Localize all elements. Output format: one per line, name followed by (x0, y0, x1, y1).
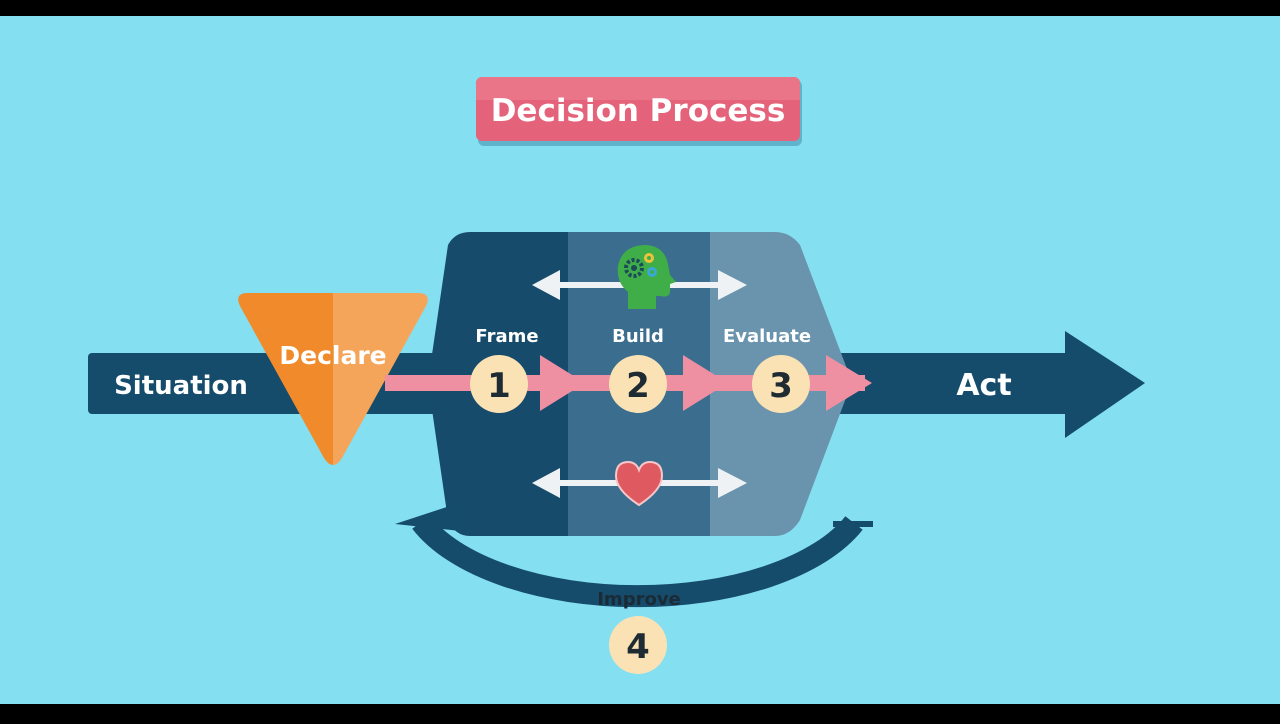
step-circle-1: 1 (470, 355, 528, 413)
head-with-gears-icon (617, 245, 676, 309)
step-label-evaluate: Evaluate (723, 326, 811, 347)
step-circle-4: 4 (609, 616, 667, 674)
act-arrow: Act (830, 331, 1145, 438)
act-label: Act (956, 368, 1011, 403)
step-circle-3: 3 (752, 355, 810, 413)
flow-arrowhead-3 (826, 355, 872, 411)
step-label-improve: Improve (597, 589, 681, 610)
step-number-2: 2 (626, 366, 650, 406)
bottom-letterbox (0, 704, 1280, 720)
step-label-build: Build (612, 326, 664, 347)
situation-label: Situation (114, 371, 248, 401)
step-number-4: 4 (626, 627, 650, 667)
page-title: Decision Process (491, 93, 786, 129)
improve-loop-arrow (395, 502, 873, 608)
step-number-3: 3 (769, 366, 793, 406)
declare-label: Declare (279, 341, 386, 370)
step-number-1: 1 (487, 366, 511, 406)
step-label-frame: Frame (475, 326, 538, 347)
top-letterbox (0, 0, 1280, 16)
step-circle-2: 2 (609, 355, 667, 413)
flow-arrowhead-2 (683, 355, 728, 411)
heart-icon (614, 460, 664, 507)
flow-arrowhead-1 (540, 355, 585, 411)
declare-triangle: Declare (238, 293, 428, 465)
title-badge: Decision Process (476, 77, 802, 146)
